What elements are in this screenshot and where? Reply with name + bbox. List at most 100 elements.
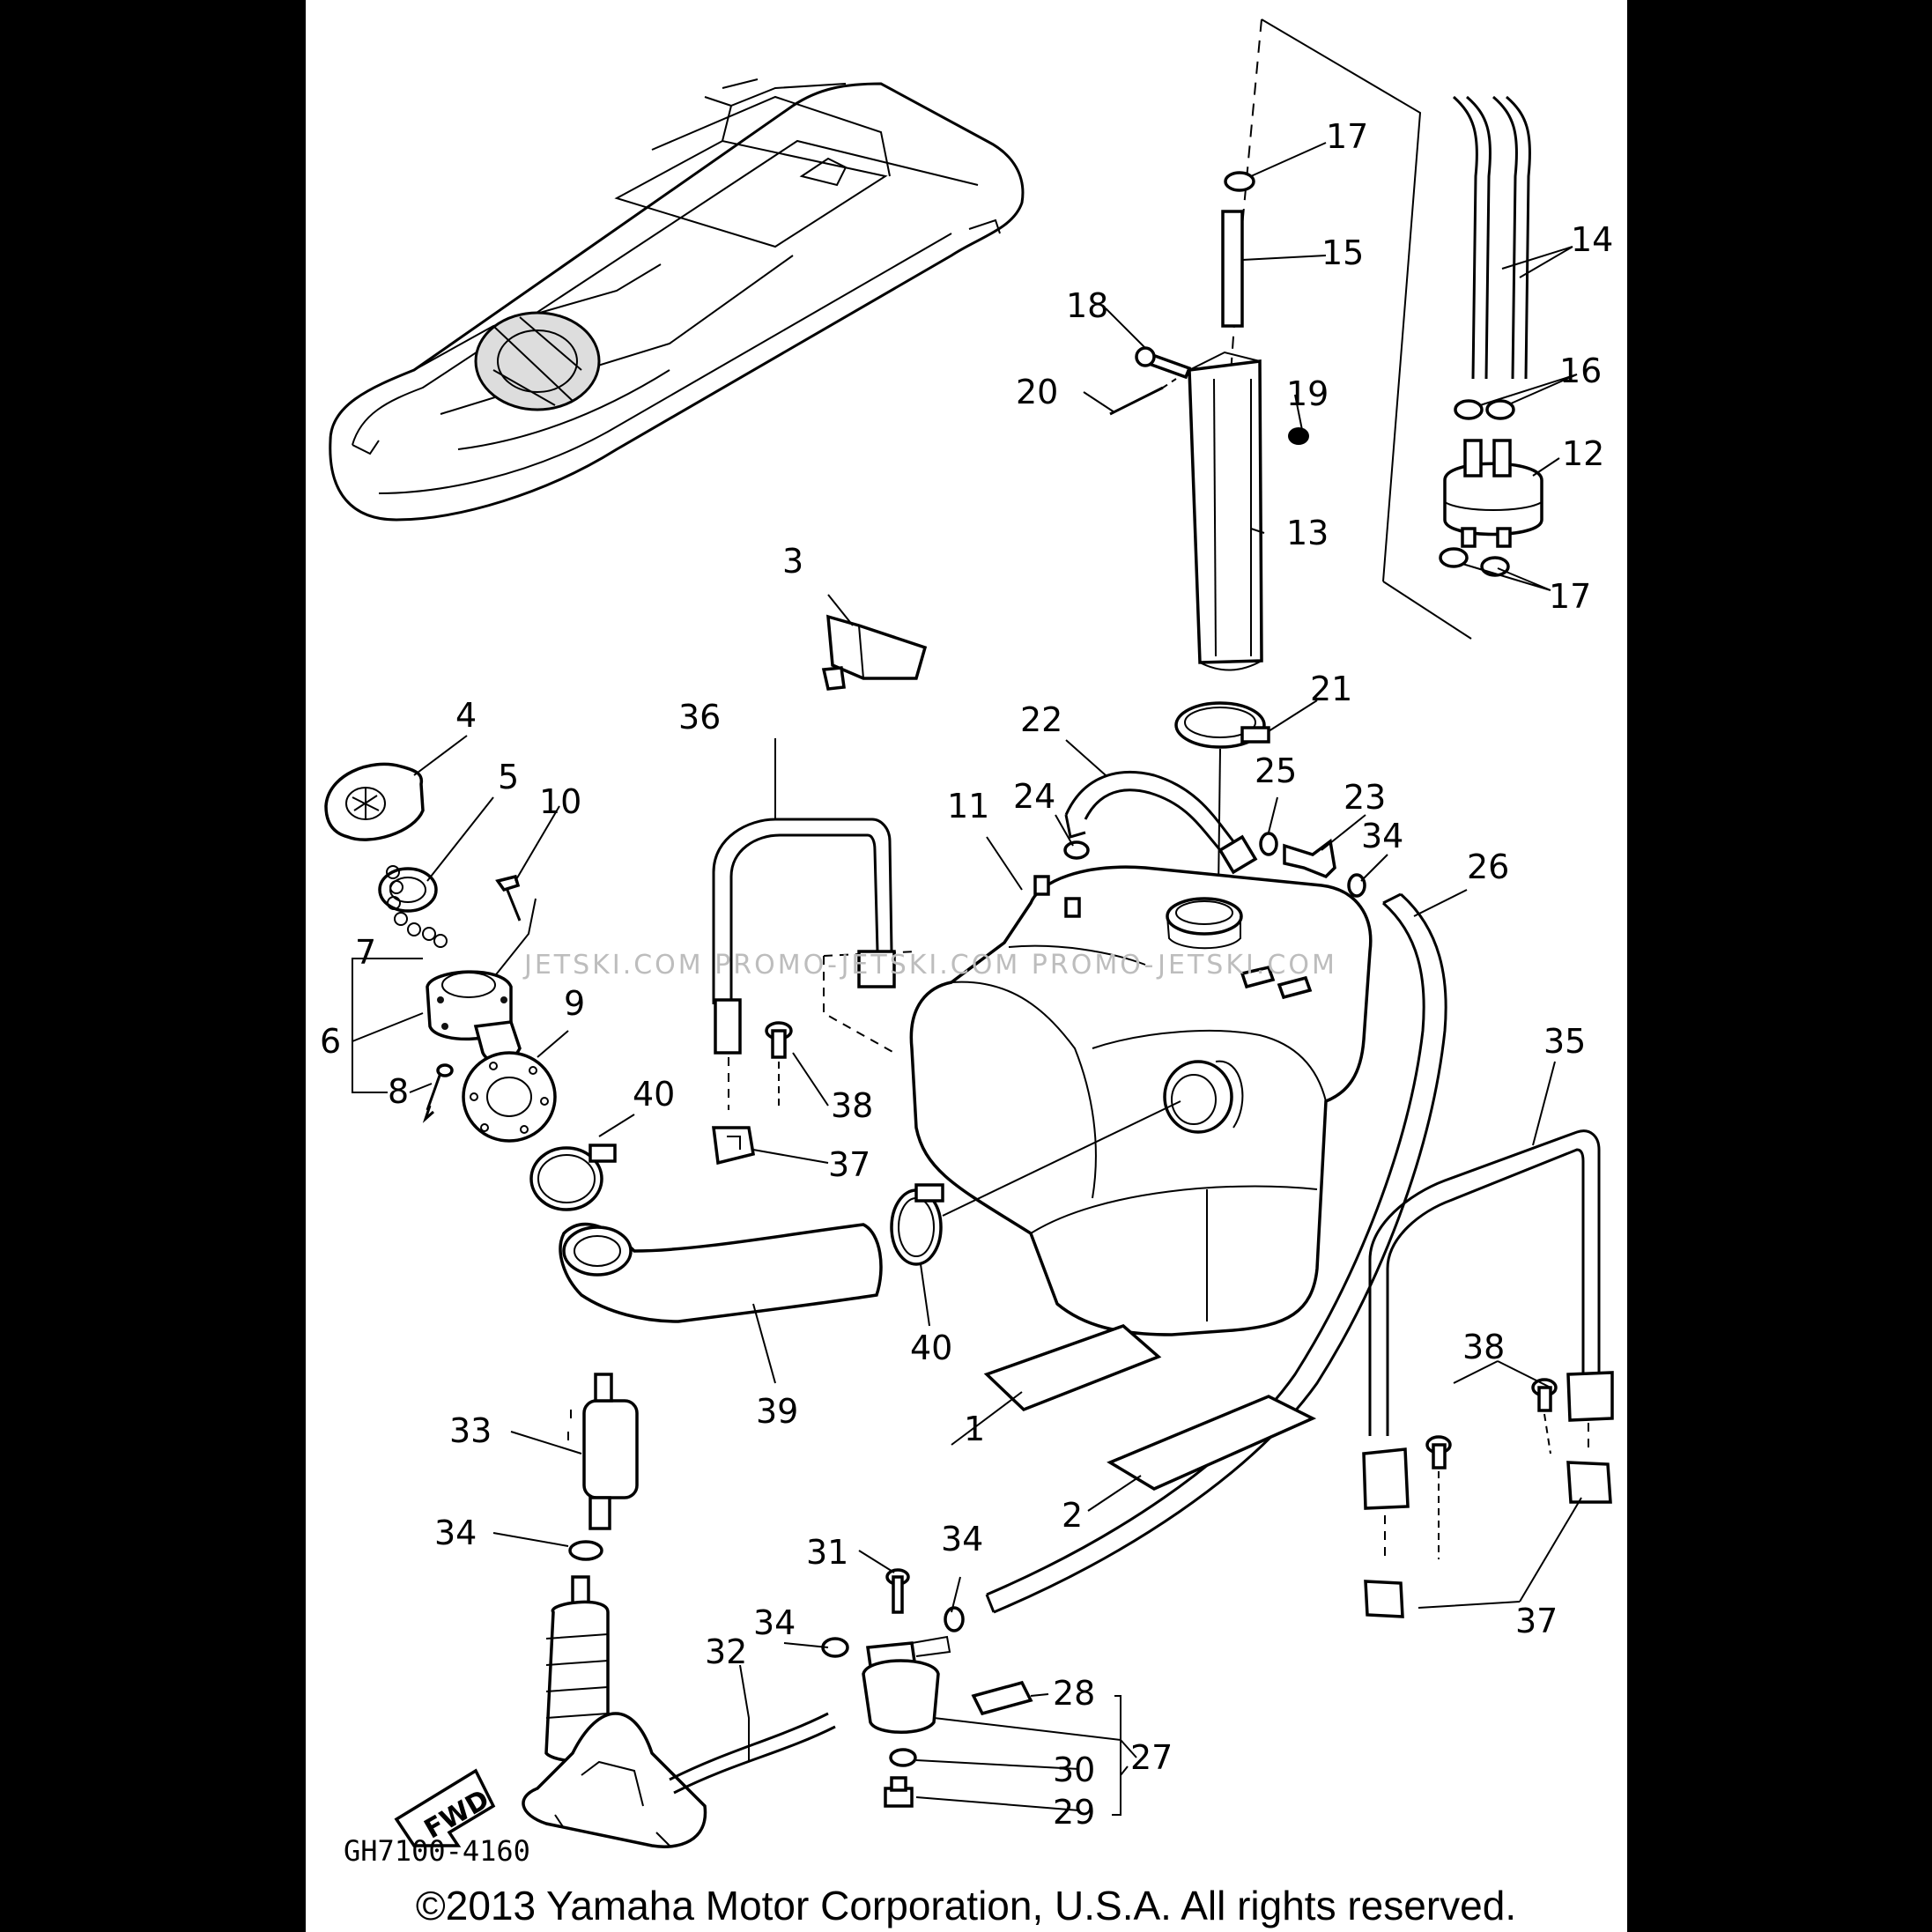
callout-34-c: 34 <box>941 1520 983 1558</box>
callout-40-left: 40 <box>633 1075 675 1114</box>
part-6-filler-neck <box>426 970 522 1064</box>
part-9-gasket <box>462 1051 557 1143</box>
part-37-clip-right-bottom <box>1364 1580 1404 1618</box>
callout-36: 36 <box>678 698 721 737</box>
callout-10: 10 <box>539 782 581 821</box>
callout-34-b: 34 <box>753 1603 796 1642</box>
callout-22: 22 <box>1020 700 1062 739</box>
callout-35: 35 <box>1543 1022 1586 1061</box>
part-19-washer <box>1288 427 1309 445</box>
part-13-filler-tube <box>1188 351 1263 671</box>
callout-24: 24 <box>1013 777 1055 816</box>
callout-9: 9 <box>564 984 585 1023</box>
part-24-clamp <box>1063 840 1090 860</box>
callout-18: 18 <box>1066 286 1108 325</box>
part-34-clamp-lower-right <box>944 1606 965 1632</box>
part-33-filter <box>567 1373 639 1530</box>
part-35-strap <box>1362 1129 1614 1559</box>
callout-19: 19 <box>1286 374 1329 413</box>
part-16-clamps <box>1454 399 1515 420</box>
callout-25: 25 <box>1255 751 1297 790</box>
watercraft-hull <box>329 78 1025 522</box>
callout-33: 33 <box>449 1411 492 1450</box>
part-21-clamp <box>1174 701 1270 749</box>
callout-31: 31 <box>806 1533 848 1572</box>
part-39-filler-hose <box>559 1222 883 1323</box>
part-31-bolt <box>885 1568 910 1614</box>
part-37-clip-right-top <box>1566 1461 1612 1504</box>
callout-17-bottom: 17 <box>1549 577 1591 616</box>
callout-38-right: 38 <box>1462 1328 1505 1366</box>
callout-40-right: 40 <box>910 1329 952 1367</box>
part-1-pad <box>983 1324 1162 1412</box>
callout-13: 13 <box>1286 514 1329 552</box>
callout-7: 7 <box>355 933 376 972</box>
callout-34-d: 34 <box>1361 817 1403 855</box>
part-38-screw-right-b <box>1531 1378 1558 1455</box>
part-25-clamp <box>1259 832 1278 856</box>
callout-32: 32 <box>705 1632 747 1671</box>
callout-3: 3 <box>782 542 803 581</box>
part-8-rivet <box>422 1063 454 1123</box>
part-15-hose <box>1221 210 1244 328</box>
callout-5: 5 <box>498 758 519 796</box>
part-3-bracket <box>821 614 928 691</box>
callout-11: 11 <box>947 787 989 825</box>
part-27-separator <box>862 1635 951 1734</box>
part-30-oring <box>889 1748 917 1767</box>
callout-30: 30 <box>1053 1751 1095 1789</box>
callout-6: 6 <box>320 1022 341 1061</box>
part-5-gasket <box>378 867 438 913</box>
part-34-clamp-lower-left <box>568 1540 603 1561</box>
part-10-screw <box>495 874 522 922</box>
callout-38-left: 38 <box>831 1086 873 1125</box>
part-20-pin <box>1109 378 1177 416</box>
callout-8: 8 <box>388 1072 409 1111</box>
watermark: JETSKI.COM PROMO-JETSKI.COM PROMO-JETSKI… <box>522 950 1337 981</box>
callout-39: 39 <box>756 1392 798 1431</box>
callout-2: 2 <box>1062 1496 1083 1535</box>
drawing-code: GH7100-4160 <box>344 1834 530 1868</box>
part-34-clamp-upper <box>1347 873 1366 898</box>
part-7-chain <box>386 865 448 948</box>
callout-12: 12 <box>1562 434 1604 473</box>
callout-28: 28 <box>1053 1674 1095 1713</box>
part-18-bolt <box>1135 346 1192 380</box>
part-12-check-valve <box>1443 439 1543 548</box>
callout-37-left: 37 <box>828 1145 870 1184</box>
fuel-pickup-assembly <box>522 1575 707 1848</box>
callout-16: 16 <box>1559 352 1602 390</box>
part-38-screw-right-a <box>1425 1435 1452 1559</box>
callout-26: 26 <box>1467 848 1509 886</box>
part-40-clamp-left <box>529 1144 617 1211</box>
part-17-clamps-bottom <box>1439 547 1510 577</box>
callout-1: 1 <box>964 1410 985 1448</box>
callout-27: 27 <box>1130 1738 1173 1777</box>
part-22-hose <box>1064 770 1258 875</box>
leader-lines <box>352 142 1582 1816</box>
part-17-clamp <box>1224 171 1255 192</box>
part-37-clip-left <box>712 1126 755 1166</box>
callout-23: 23 <box>1344 778 1386 817</box>
part-29-plug <box>884 1776 914 1808</box>
callout-14: 14 <box>1571 220 1613 259</box>
part-28-bracket <box>971 1680 1033 1716</box>
callout-34-a: 34 <box>434 1514 477 1552</box>
copyright-notice: ©2013 Yamaha Motor Corporation, U.S.A. A… <box>415 1883 1517 1928</box>
part-36-strap <box>712 818 896 1110</box>
part-38-screw-left <box>765 1021 793 1106</box>
part-32-hose <box>669 1712 836 1795</box>
part-11-fuel-tank <box>909 865 1373 1336</box>
part-14-vent-hoses <box>1452 95 1532 380</box>
callout-labels: 1 2 3 4 5 6 7 8 9 10 11 12 13 14 15 16 1… <box>320 117 1613 1832</box>
callout-29: 29 <box>1053 1793 1095 1832</box>
callout-15: 15 <box>1321 233 1364 272</box>
callout-17-top: 17 <box>1326 117 1368 156</box>
part-40-clamp-right <box>890 1183 944 1266</box>
callout-37-right: 37 <box>1515 1602 1558 1640</box>
callout-20: 20 <box>1016 373 1058 411</box>
part-2-pad <box>1107 1395 1317 1491</box>
callout-21: 21 <box>1310 670 1352 708</box>
callout-4: 4 <box>455 696 477 735</box>
